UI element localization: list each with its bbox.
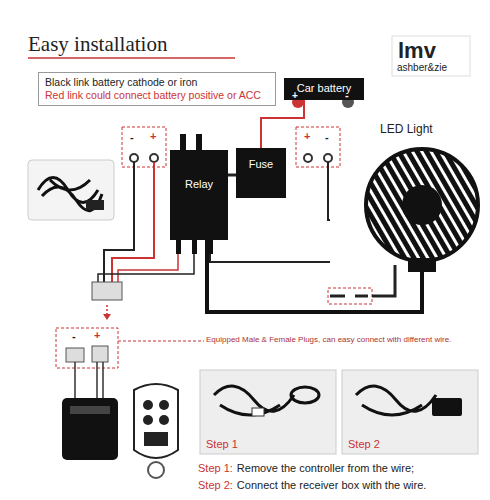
- label: -: [130, 131, 134, 143]
- label: Step 2:: [198, 479, 233, 491]
- note-box: Black link battery cathode or ironRed li…: [38, 72, 276, 106]
- label: -: [325, 131, 329, 143]
- node-text: Black link battery cathode or iron: [45, 76, 269, 89]
- node-text: Fuse: [236, 158, 286, 172]
- wire: [228, 174, 236, 177]
- label: -: [345, 89, 349, 101]
- component-box: Relay: [170, 150, 228, 240]
- title: Easy installation: [28, 32, 167, 57]
- label: +: [94, 329, 100, 341]
- wire: [261, 100, 304, 148]
- label: Step 2: [346, 438, 382, 450]
- wire: [207, 240, 422, 312]
- component-box: Fuse: [236, 148, 286, 198]
- led-light: LED Light: [366, 120, 480, 272]
- node-text: Red link could connect battery positive …: [45, 89, 269, 102]
- label: ashber&zie: [397, 62, 447, 73]
- node-text: LED Light: [380, 122, 480, 137]
- label: -: [72, 330, 76, 342]
- logo: lmv: [398, 38, 436, 64]
- node-text: Relay: [170, 178, 228, 192]
- label: Equipped Male & Female Plugs, can easy c…: [206, 335, 451, 344]
- label: +: [292, 90, 298, 101]
- label: Connect the receiver box with the wire.: [237, 479, 427, 491]
- label: Step 1: [204, 438, 240, 450]
- label: +: [150, 130, 156, 142]
- label: Step 1:: [198, 462, 233, 474]
- label: Remove the controller from the wire;: [237, 462, 414, 474]
- label: +: [304, 130, 310, 142]
